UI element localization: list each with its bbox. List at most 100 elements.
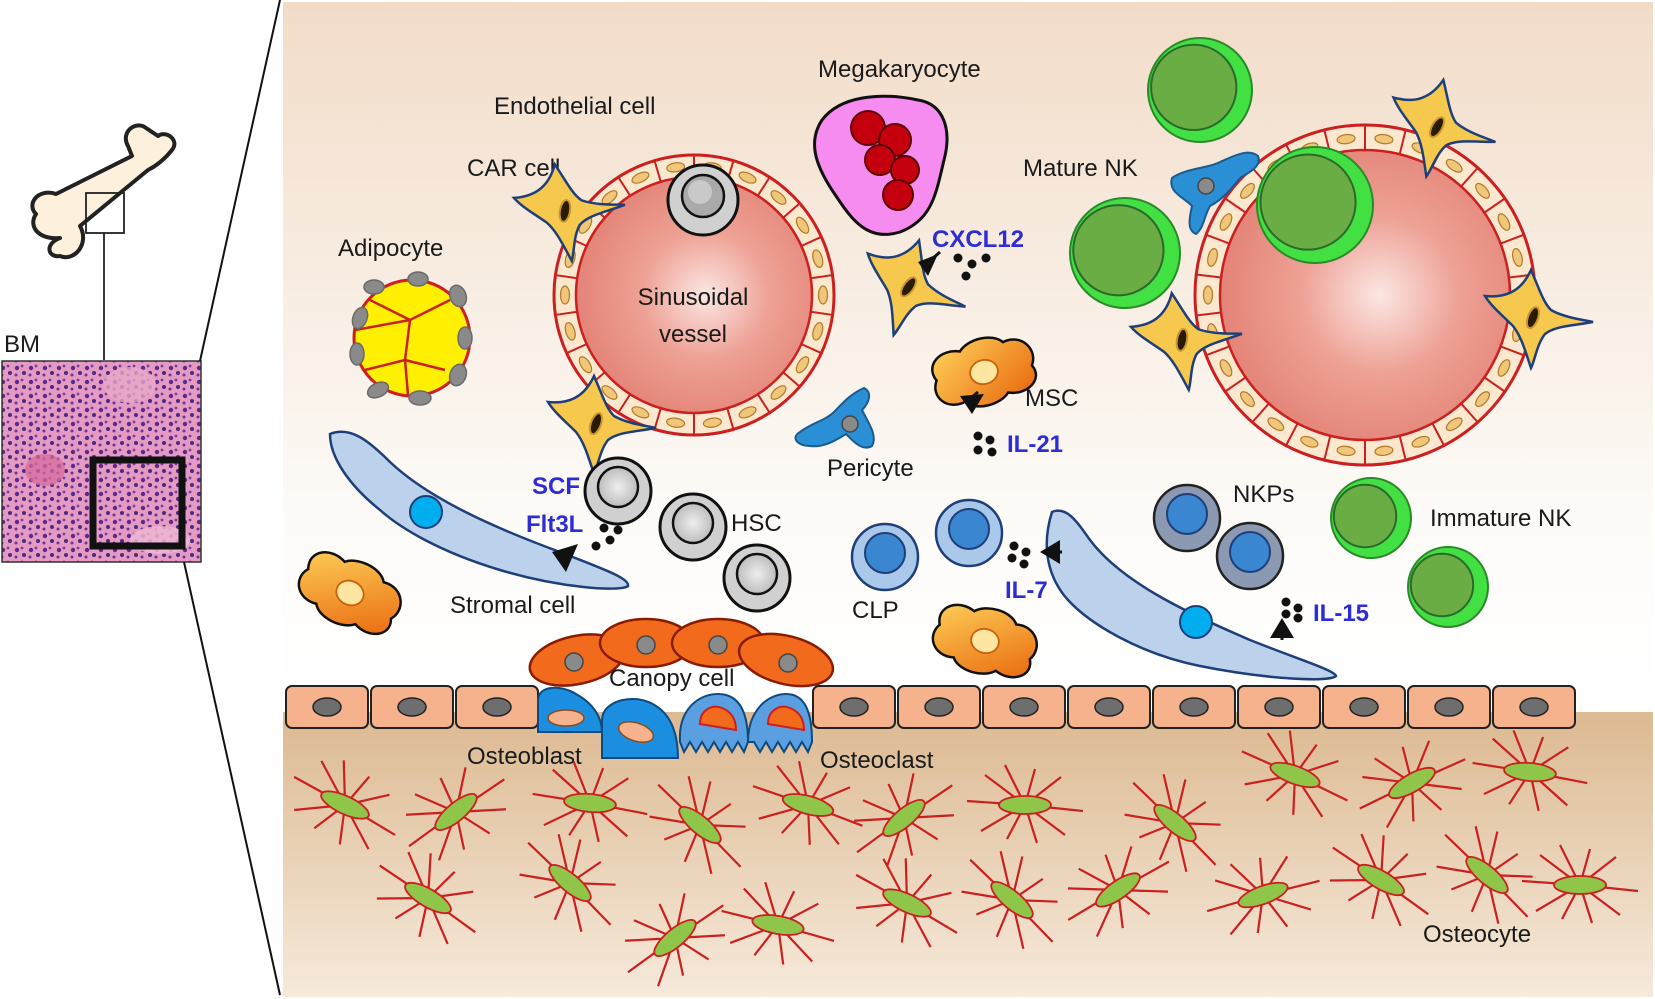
- osteocyte: [961, 851, 1058, 949]
- car-cell-body: [545, 372, 657, 478]
- osteocyte-body: [781, 793, 835, 817]
- clp-nucleus: [948, 508, 990, 550]
- endothelial-junction: [616, 175, 632, 198]
- osteocyte-body: [678, 806, 722, 844]
- car-cell: [1482, 266, 1594, 372]
- osteocyte-body: [998, 795, 1052, 815]
- sinusoidal-vessel-label-2: vessel: [659, 321, 727, 348]
- endothelial-nucleus: [1240, 182, 1255, 199]
- osteocyte-body: [1237, 881, 1289, 909]
- endothelial-junction: [809, 310, 834, 317]
- car-cell-body: [865, 237, 967, 339]
- osteocyte-body: [1153, 804, 1197, 842]
- endothelial-nucleus: [578, 356, 593, 374]
- il21-arrow: [960, 390, 997, 457]
- clp-label: CLP: [852, 597, 899, 624]
- osteocytes: [293, 730, 1639, 987]
- il15-label: IL-15: [1313, 600, 1369, 627]
- endothelial-nucleus: [1202, 285, 1214, 305]
- endothelial-nucleus: [564, 322, 576, 341]
- osteocyte: [376, 851, 476, 945]
- nkp-nucleus: [1166, 493, 1208, 535]
- endothelial-nucleus: [666, 162, 686, 173]
- megakaryocyte: [813, 94, 949, 236]
- car-cell-nucleus: [1525, 306, 1540, 330]
- mature-nk-nucleus: [1259, 153, 1357, 251]
- car-cell-nucleus: [1429, 116, 1445, 139]
- nkp-cells: [1152, 483, 1285, 591]
- lining-cell-nucleus: [1519, 697, 1549, 717]
- endothelial-nucleus: [666, 417, 686, 428]
- clp-cells: [850, 498, 1004, 592]
- osteocyte: [1359, 740, 1466, 829]
- endothelial-nucleus: [1511, 248, 1523, 267]
- endothelial-junction: [1460, 402, 1478, 423]
- osteocyte: [625, 893, 725, 987]
- hsc-nucleus: [735, 552, 779, 596]
- osteocyte-body: [1269, 761, 1321, 789]
- endothelial-cell-label: Endothelial cell: [494, 93, 655, 120]
- osteocyte: [293, 760, 396, 850]
- zoom-line-bottom: [183, 561, 281, 996]
- lining-cell-nucleus: [1009, 697, 1039, 717]
- osteocyte-body: [1095, 872, 1141, 908]
- endothelial-nucleus: [1475, 182, 1490, 199]
- endothelial-junction: [726, 406, 735, 431]
- endothelial-junction: [756, 392, 772, 415]
- scf-label: SCF: [532, 473, 580, 500]
- osteocyte: [1521, 844, 1639, 924]
- il7-arrow: [1007, 540, 1062, 569]
- il15-arrow: [1270, 597, 1303, 640]
- mature-nk-cells: [1069, 37, 1374, 309]
- osteocyte-body: [1503, 761, 1557, 783]
- osteocyte: [1436, 826, 1533, 924]
- endothelial-junction: [653, 406, 662, 431]
- car-cell-nucleus: [900, 276, 918, 298]
- osteocyte: [855, 858, 958, 948]
- endothelial-junction: [1252, 402, 1270, 423]
- endothelial-nucleus: [631, 406, 650, 419]
- endothelial-nucleus: [1207, 248, 1219, 267]
- pericyte-label: Pericyte: [827, 455, 914, 482]
- cxcl12-arrow: [918, 250, 991, 281]
- endothelial-junction: [800, 235, 823, 248]
- endothelial-nucleus: [738, 171, 757, 184]
- osteocyte-body: [653, 919, 697, 957]
- endothelial-nucleus: [1497, 359, 1511, 377]
- car-cell: [1391, 76, 1496, 180]
- nkps-label: NKPs: [1233, 481, 1294, 508]
- endothelial-nucleus: [559, 285, 571, 305]
- mature-nk-nucleus: [1072, 204, 1165, 297]
- endothelial-nucleus: [601, 385, 618, 400]
- endothelial-nucleus: [1374, 133, 1394, 145]
- car-cell-label: CAR cell: [467, 155, 560, 182]
- endothelial-nucleus: [1219, 213, 1233, 231]
- osteoblast-label: Osteoblast: [467, 743, 582, 770]
- hsc-label: HSC: [731, 510, 782, 537]
- endothelial-nucleus: [795, 356, 810, 374]
- bone-icon: [30, 123, 177, 360]
- endothelial-junction: [1225, 198, 1247, 214]
- stromal-cell-label: Stromal cell: [450, 592, 575, 619]
- pericyte: [794, 386, 875, 449]
- osteocyte: [1329, 833, 1429, 927]
- endothelial-junction: [1500, 345, 1524, 356]
- osteocyte-body: [882, 799, 926, 837]
- endothelial-junction: [1285, 422, 1299, 446]
- endothelial-junction: [1206, 345, 1230, 356]
- adipocyte: [349, 271, 473, 406]
- adipocyte-label: Adipocyte: [338, 235, 443, 262]
- osteoclasts: [678, 692, 814, 755]
- endothelial-nucleus: [1411, 435, 1430, 448]
- lining-cell-nucleus: [1094, 697, 1124, 717]
- hsc-in-vessel: [666, 163, 740, 237]
- endothelial-junction: [1431, 422, 1445, 446]
- lining-cell-nucleus: [924, 697, 954, 717]
- immature-nk-nucleus: [1332, 483, 1398, 549]
- endothelial-junction: [781, 201, 802, 220]
- car-cells: [511, 76, 1594, 478]
- osteocyte: [966, 764, 1084, 844]
- osteocyte-body: [1553, 875, 1607, 895]
- endothelial-junction: [1483, 376, 1505, 392]
- endothelial-junction: [809, 273, 834, 280]
